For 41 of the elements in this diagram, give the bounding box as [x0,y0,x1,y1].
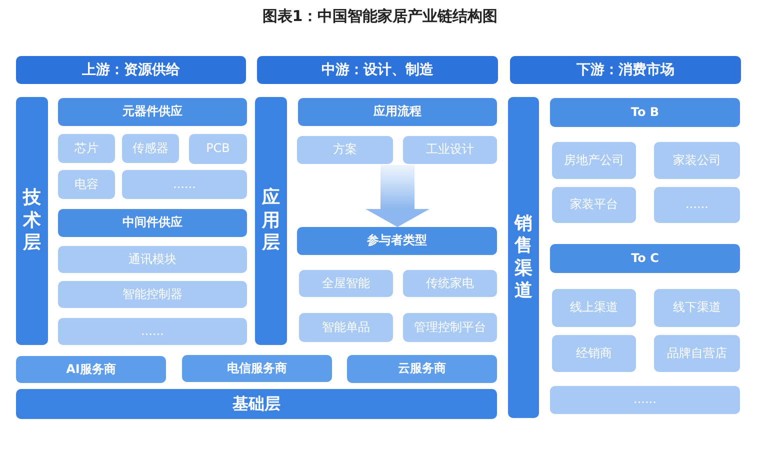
item-tile: 智能控制器 [58,281,247,308]
service-tile: 电信服务商 [182,355,332,382]
layer-bar: 技术层 [16,97,48,345]
item-tile: PCB [189,134,247,164]
item-tile: ...... [654,187,740,223]
section-header: To C [550,244,740,273]
item-tile: 传感器 [122,134,179,163]
item-tile: ...... [122,170,247,199]
item-tile: 电容 [58,170,115,199]
item-tile: 工业设计 [403,136,497,164]
block-arrow [366,165,430,227]
column-header: 下游：消费市场 [510,56,741,84]
item-tile: ...... [58,318,247,345]
item-tile: 芯片 [58,134,115,163]
column-header: 中游：设计、制造 [257,56,498,84]
item-tile: 房地产公司 [552,142,636,179]
layer-bar: 销售渠道 [508,97,539,418]
item-tile: 管理控制平台 [403,313,497,342]
service-tile: AI服务商 [16,356,166,383]
section-header: 应用流程 [298,98,497,126]
chart-title: 图表1：中国智能家居产业链结构图 [261,7,499,26]
item-tile: 方案 [297,136,393,164]
item-tile: 家装公司 [654,142,740,179]
section-header: 中间件供应 [58,209,247,237]
column-header: 上游：资源供给 [16,56,246,84]
item-tile: 全屋智能 [299,270,393,297]
item-tile: 传统家电 [403,270,497,297]
item-tile: 线下渠道 [654,289,740,327]
item-tile: 通讯模块 [58,246,247,273]
layer-bar: 应用层 [255,97,287,345]
item-tile: 品牌自营店 [654,335,740,372]
base-layer-bar: 基础层 [16,389,497,419]
item-tile: 线上渠道 [552,289,636,327]
item-tile: 智能单品 [299,313,393,342]
section-header: 元器件供应 [58,98,247,126]
section-header: To B [550,98,740,127]
section-header: 参与者类型 [297,227,497,255]
service-tile: 云服务商 [347,355,497,383]
item-tile: ...... [550,386,740,414]
item-tile: 经销商 [552,335,636,372]
item-tile: 家装平台 [552,187,636,223]
